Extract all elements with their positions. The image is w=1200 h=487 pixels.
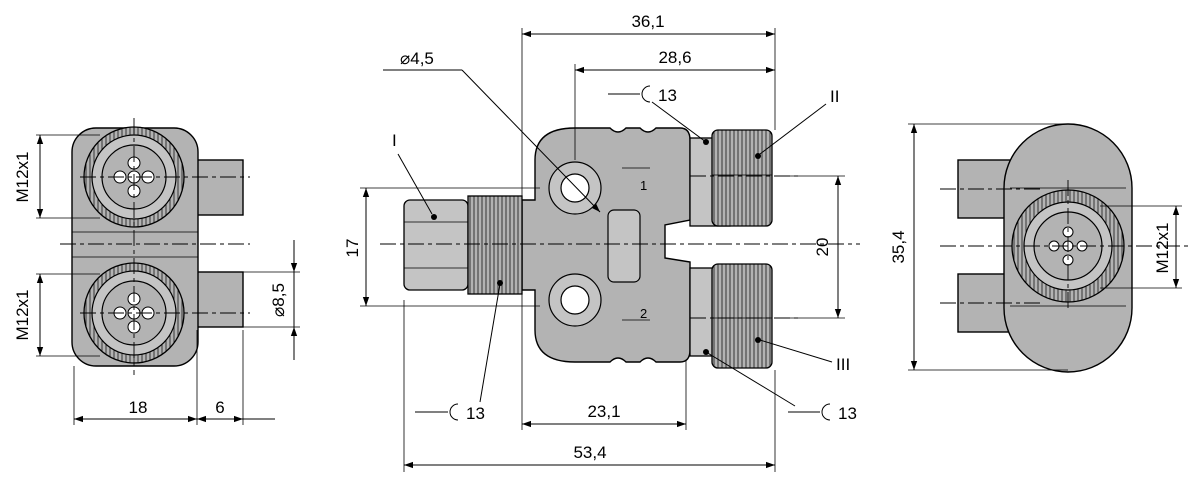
callout-III: III (836, 355, 850, 374)
center-housing (521, 127, 691, 363)
left-thread-top-label: M12x1 (13, 151, 32, 202)
body-length-label: 23,1 (587, 402, 620, 421)
left-diameter-label: ⌀8,5 (269, 283, 288, 317)
right-height-label: 35,4 (889, 230, 908, 263)
callout-I: I (392, 131, 397, 150)
inner-width-label: 28,6 (658, 48, 691, 67)
total-length-label: 53,4 (573, 443, 606, 462)
callout-II: II (830, 87, 839, 106)
height-right-label: 20 (813, 238, 832, 257)
wrench-icon-bottom-right: 13 (788, 403, 857, 423)
svg-text:13: 13 (466, 404, 485, 423)
connector-III (689, 263, 773, 369)
port-label-1: 1 (640, 178, 647, 193)
svg-text:13: 13 (838, 404, 857, 423)
overall-width-label: 36,1 (631, 12, 664, 31)
port-label-2: 2 (640, 306, 647, 321)
wrench-icon-top: 13 (608, 85, 677, 105)
hole-diameter-label: ⌀4,5 (400, 49, 434, 68)
left-offset-label: 6 (215, 398, 224, 417)
center-view: 1 2 (343, 12, 860, 472)
svg-text:13: 13 (658, 86, 677, 105)
right-thread-label: M12x1 (1153, 222, 1172, 273)
left-view: M12x1 M12x1 18 6 ⌀8,5 (13, 118, 300, 425)
left-side-stub-top (196, 159, 244, 216)
connector-II (689, 129, 773, 227)
left-width-label: 18 (129, 398, 148, 417)
left-side-stub-bottom (196, 271, 244, 328)
left-thread-bottom-label: M12x1 (13, 289, 32, 340)
connector-I (403, 195, 523, 295)
height-left-label: 17 (343, 239, 362, 258)
right-view: 35,4 M12x1 (889, 123, 1190, 373)
wrench-icon-bottom-left: 13 (415, 403, 485, 423)
